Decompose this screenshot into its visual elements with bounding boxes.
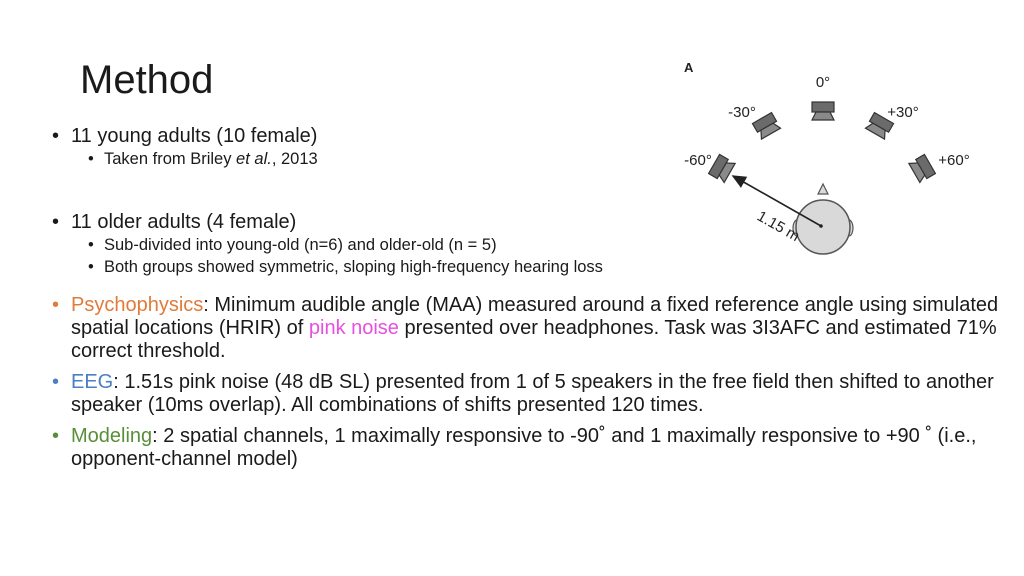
sub-bullet-subdivided: Sub-divided into young-old (n=6) and old… [88,234,1002,256]
speaker-plus30-icon [864,111,895,141]
speaker-0-icon [811,101,835,121]
angle-label-minus30: -30° [728,104,756,121]
modeling-label: Modeling [71,425,153,447]
listener-head-icon [792,182,854,255]
psychophysics-text-2: presented over headphones. Task was 3I3A… [71,317,997,362]
speaker-minus60-icon [707,153,737,184]
citation-etal: et al. [236,150,272,168]
eeg-label: EEG [71,371,114,393]
modeling-text: : 2 spatial channels, 1 maximally respon… [71,425,977,470]
slide-title: Method [80,58,214,102]
sub-bullet-hearing-loss: Both groups showed symmetric, sloping hi… [88,256,1002,278]
speaker-setup-diagram: A 0° -30° +30° -60° +60° 1.15 m [684,60,970,255]
speaker-plus60-icon [907,153,937,184]
citation-prefix: Taken from Briley [104,150,237,168]
sub-bullet-briley: Taken from Briley et al., 2013 [88,148,1002,170]
distance-arrow [731,175,822,227]
eeg-text: : 1.51s pink noise (48 dB SL) presented … [71,371,994,416]
angle-label-minus60: -60° [684,152,712,169]
panel-label: A [684,60,694,75]
psychophysics-text-1: : Minimum audible angle (MAA) measured a… [71,294,999,339]
bullet-psychophysics: Psychophysics: Minimum audible angle (MA… [52,294,1002,363]
angle-label-plus60: +60° [938,152,969,169]
psychophysics-label: Psychophysics [71,294,204,316]
speaker-minus30-icon [751,111,782,141]
head-center-dot [819,224,823,228]
bullet-list: 11 young adults (10 female) Taken from B… [52,124,1002,471]
bullet-eeg: EEG: 1.51s pink noise (48 dB SL) present… [52,371,1002,417]
angle-label-plus30: +30° [887,104,918,121]
distance-label: 1.15 m [754,208,802,245]
angle-label-0: 0° [816,74,830,91]
bullet-young-adults: 11 young adults (10 female) [52,124,1002,148]
citation-year: , 2013 [271,150,318,168]
bullet-modeling: Modeling: 2 spatial channels, 1 maximall… [52,425,1002,471]
bullet-older-adults: 11 older adults (4 female) [52,210,1002,234]
pink-noise-highlight: pink noise [308,317,399,339]
